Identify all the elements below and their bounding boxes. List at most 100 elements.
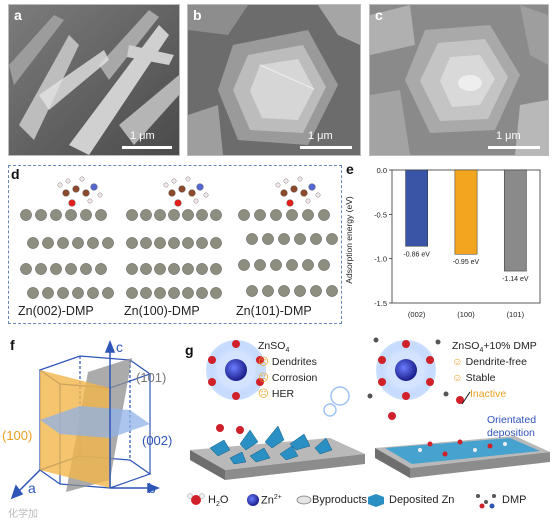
zn-atom — [20, 209, 32, 221]
dmp-atom — [305, 198, 311, 204]
zn-atom — [286, 259, 298, 271]
zn-atom — [65, 209, 77, 221]
zn-atom — [262, 285, 274, 297]
zn-atom — [126, 209, 138, 221]
dmp-atom — [193, 198, 199, 204]
zn-atom — [254, 209, 266, 221]
panel-d-frame — [8, 165, 342, 324]
orientated-label-1: Orientated — [487, 414, 537, 426]
slab-label-002: Zn(002)-DMP — [18, 304, 94, 318]
zn-atom — [302, 209, 314, 221]
sem-image-a — [8, 4, 180, 156]
dmp-atom — [280, 189, 288, 197]
zn-atom — [326, 285, 338, 297]
zn-atom — [42, 287, 54, 299]
dmp-atom — [68, 199, 76, 207]
left-item-1: ☹ Dendrites — [258, 356, 317, 368]
slab-label-101: Zn(101)-DMP — [236, 304, 312, 318]
data-label: -0.86 eV — [403, 251, 430, 258]
zn-atom — [196, 237, 208, 249]
panel-label-f: f — [10, 337, 15, 353]
dmp-atom — [65, 178, 71, 184]
x-tick-label: (002) — [408, 310, 426, 319]
zn-atom — [87, 237, 99, 249]
zn-atom — [126, 287, 138, 299]
zn-atom — [80, 263, 92, 275]
zn-atom — [286, 209, 298, 221]
panel-label-b: b — [193, 7, 202, 23]
zn-atom — [254, 259, 266, 271]
dmp-atom — [174, 199, 182, 207]
scale-label-c: 1 μm — [496, 130, 521, 142]
x-tick-label: (100) — [457, 310, 475, 319]
zn-atom — [246, 285, 258, 297]
zn-atom — [102, 287, 114, 299]
axis-label-c: c — [116, 339, 123, 355]
zn-atom — [154, 263, 166, 275]
inactive-label: Inactive — [470, 388, 507, 400]
legend-zn-ion: Zn2+ — [261, 494, 282, 507]
zn-atom — [72, 287, 84, 299]
zn-atom — [102, 237, 114, 249]
zn-atom — [140, 263, 152, 275]
dmp-atom — [300, 189, 308, 197]
zn-atom — [270, 259, 282, 271]
scale-bar-a — [122, 146, 172, 149]
dmp-atom — [196, 183, 204, 191]
zn-atom — [168, 263, 180, 275]
zn-atom — [50, 209, 62, 221]
dmp-atom — [315, 192, 321, 198]
watermark: 化学加 — [8, 509, 38, 520]
orientated-label-2: deposition — [487, 427, 535, 439]
plane-label-101: (101) — [136, 370, 167, 385]
zn-atom — [95, 209, 107, 221]
zn-atom — [270, 209, 282, 221]
bar-2 — [503, 169, 527, 272]
dmp-atom — [290, 185, 298, 193]
panel-label-d: d — [11, 166, 20, 182]
y-tick-label: -1.0 — [374, 255, 387, 264]
zn-atom — [20, 263, 32, 275]
zn-atom — [57, 237, 69, 249]
zn-atom — [326, 233, 338, 245]
dmp-atom — [97, 192, 103, 198]
zn-atom — [168, 237, 180, 249]
scale-label-a: 1 μm — [130, 130, 155, 142]
dmp-atom — [62, 189, 70, 197]
zn-atom — [196, 287, 208, 299]
zn-atom — [126, 263, 138, 275]
zn-atom — [196, 263, 208, 275]
axis-label-b: b — [148, 480, 156, 496]
dmp-atom — [57, 182, 63, 188]
zn-atom — [42, 237, 54, 249]
zn-atom — [72, 237, 84, 249]
right-item-1: ☺ Dendrite-free — [452, 356, 527, 368]
zn-atom — [87, 287, 99, 299]
deposition-schematic — [190, 337, 550, 480]
zn-atom — [80, 209, 92, 221]
y-axis-label: Adsorption energy (eV) — [344, 196, 354, 284]
sem-image-b — [187, 4, 361, 156]
dmp-atom — [87, 198, 93, 204]
plane-label-002: (002) — [142, 433, 173, 448]
y-tick-label: -0.5 — [374, 210, 387, 219]
zn-atom — [196, 209, 208, 221]
zn-atom — [95, 263, 107, 275]
zn-atom — [65, 263, 77, 275]
right-item-2: ☺ Stable — [452, 372, 496, 384]
slab-structures — [20, 176, 338, 299]
plane-label-100: (100) — [2, 428, 33, 443]
axis-label-a: a — [28, 480, 36, 496]
dmp-atom — [178, 185, 186, 193]
legend-water: H2O — [208, 494, 229, 509]
zn-atom — [210, 209, 222, 221]
bar-1 — [454, 169, 478, 255]
dmp-atom — [163, 182, 169, 188]
zn-atom — [182, 209, 194, 221]
legend-icons — [187, 493, 496, 509]
zn-atom — [318, 209, 330, 221]
panel-label-g: g — [185, 342, 194, 358]
dmp-atom — [275, 182, 281, 188]
zn-atom — [246, 233, 258, 245]
data-label: -0.95 eV — [453, 259, 480, 266]
